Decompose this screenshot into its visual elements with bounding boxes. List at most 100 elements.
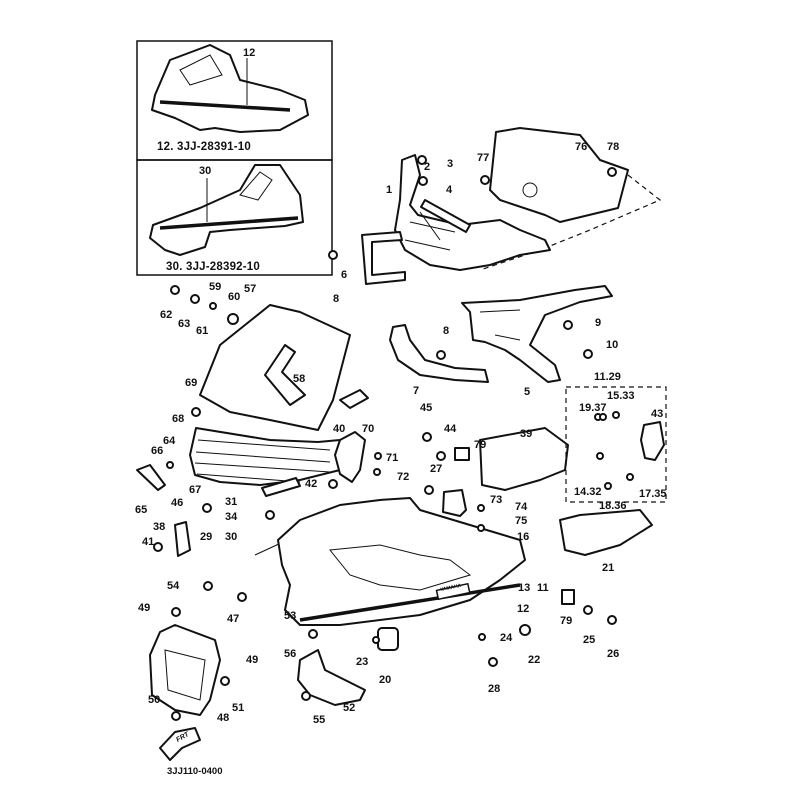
- front-arrow-icon: [159, 727, 201, 761]
- inset-caption-12: 12. 3JJ-28391-10: [157, 141, 251, 153]
- callout-79a: 79: [474, 439, 487, 451]
- callout-72: 72: [397, 471, 410, 483]
- callout-62: 62: [160, 309, 173, 321]
- trim-strip-12: [159, 100, 291, 112]
- callout-21: 21: [602, 562, 615, 574]
- callout-68: 68: [172, 413, 185, 425]
- callout-7: 7: [413, 385, 420, 397]
- callout-6: 6: [341, 269, 348, 281]
- trim-strip-30: [159, 216, 299, 230]
- callout-76: 76: [575, 141, 588, 153]
- stay-6-drawing: [361, 231, 406, 285]
- callout-65: 65: [135, 504, 148, 516]
- inset-callout-12: 12: [243, 47, 256, 59]
- callout-55: 55: [313, 714, 326, 726]
- callout-41: 41: [142, 536, 155, 548]
- callout-50: 50: [148, 694, 161, 706]
- callout-77: 77: [477, 152, 490, 164]
- callout-74: 74: [515, 501, 528, 513]
- callout-56: 56: [284, 648, 297, 660]
- callout-46: 46: [171, 497, 184, 509]
- callout-11: 11: [537, 582, 549, 594]
- callout-16: 16: [517, 531, 530, 543]
- tab: [339, 389, 369, 409]
- callout-78: 78: [607, 141, 620, 153]
- callout-27: 27: [430, 463, 443, 475]
- callout-49b: 49: [246, 654, 259, 666]
- callout-8a: 8: [333, 293, 340, 305]
- callout-43: 43: [651, 408, 664, 420]
- callout-47: 47: [227, 613, 240, 625]
- callout-13: 13: [518, 582, 531, 594]
- panel-31-drawing: [261, 477, 301, 497]
- callout-42: 42: [305, 478, 318, 490]
- callout-23: 23: [356, 656, 369, 668]
- stay-1-drawing: [394, 154, 551, 271]
- mirror-73-drawing: [442, 489, 467, 517]
- callout-3: 3: [447, 158, 454, 170]
- panel-38-drawing: [174, 521, 191, 557]
- garnish-58-drawing: [264, 344, 306, 406]
- callout-5: 5: [524, 386, 531, 398]
- callout-2: 2: [424, 161, 431, 173]
- callout-57: 57: [244, 283, 257, 295]
- callout-49a: 49: [138, 602, 151, 614]
- callout-18-36: 18.36: [599, 500, 627, 512]
- yamaha-emblem: [435, 582, 471, 601]
- callout-31: 31: [225, 496, 238, 508]
- cap-20-drawing: [377, 627, 399, 651]
- inset-box-part-30: [136, 159, 333, 276]
- hole: [522, 182, 538, 198]
- part-43-drawing: [640, 421, 665, 461]
- callout-39: 39: [520, 428, 533, 440]
- spring-79-drawing: [454, 447, 470, 461]
- callout-25: 25: [583, 634, 596, 646]
- side-cover-30-drawing: [149, 164, 304, 256]
- drawing-code: 3JJ110-0400: [167, 766, 223, 777]
- callout-53: 53: [284, 610, 297, 622]
- callout-44: 44: [444, 423, 457, 435]
- garnish-48-drawing: [149, 624, 221, 716]
- callout-63: 63: [178, 318, 191, 330]
- callout-60: 60: [228, 291, 241, 303]
- callout-66: 66: [151, 445, 164, 457]
- callout-14-32: 14.32: [574, 486, 602, 498]
- callout-29: 29: [200, 531, 213, 543]
- callout-19-37: 19.37: [579, 402, 607, 414]
- callout-61: 61: [196, 325, 209, 337]
- callout-54: 54: [167, 580, 180, 592]
- callout-48: 48: [217, 712, 230, 724]
- mirror-70-drawing: [334, 431, 366, 483]
- callout-11-29: 11.29: [594, 371, 621, 383]
- bracket-2-drawing: [420, 199, 471, 233]
- cover-76-drawing: [489, 127, 629, 223]
- callout-1: 1: [386, 184, 393, 196]
- assembly-box-11-29: [565, 386, 667, 503]
- duct-39-drawing: [479, 427, 569, 491]
- callout-10: 10: [606, 339, 619, 351]
- spring-79-drawing: [561, 589, 575, 605]
- callout-22: 22: [528, 654, 541, 666]
- front-cowling-64-drawing: [189, 427, 341, 486]
- callout-67: 67: [189, 484, 202, 496]
- side-cover-12-drawing: [151, 44, 309, 133]
- callout-8b: 8: [443, 325, 450, 337]
- callout-45: 45: [420, 402, 433, 414]
- callout-15-33: 15.33: [607, 390, 635, 402]
- callout-17-35: 17.35: [639, 488, 667, 500]
- callout-24: 24: [500, 632, 513, 644]
- callout-52: 52: [343, 702, 356, 714]
- callout-38: 38: [153, 521, 166, 533]
- callout-20: 20: [379, 674, 392, 686]
- inset-callout-30: 30: [199, 165, 212, 177]
- lower-cowling-drawing: [277, 497, 526, 626]
- panel-65-drawing: [136, 464, 166, 491]
- callout-64: 64: [163, 435, 176, 447]
- callout-79b: 79: [560, 615, 573, 627]
- opening: [164, 649, 206, 701]
- callout-59: 59: [209, 281, 222, 293]
- callout-71: 71: [386, 452, 399, 464]
- callout-30: 30: [225, 531, 238, 543]
